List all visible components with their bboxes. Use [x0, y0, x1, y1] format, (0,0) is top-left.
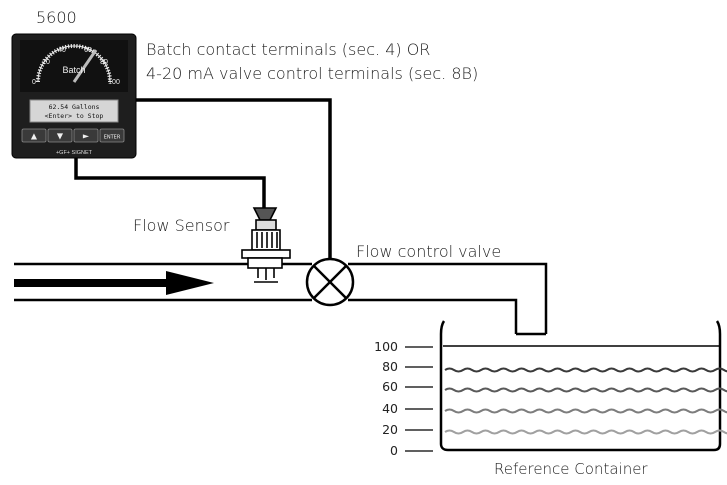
keypad-button[interactable]	[21, 128, 47, 143]
terminals-label-line1: Batch contact terminals (sec. 4) OR	[146, 40, 431, 59]
reference-container	[439, 320, 722, 452]
gauge-tick-label: 100	[108, 79, 120, 86]
scale-label: 40	[382, 401, 398, 416]
reference-container-label: Reference Container	[494, 460, 648, 478]
wire-to-valve	[136, 98, 332, 262]
liquid-level-wave	[444, 429, 727, 435]
gauge-tick-labels: 0 20 40 60 80 100	[32, 47, 120, 86]
keypad-button-label: ENTER	[104, 135, 121, 141]
pipe	[14, 262, 548, 336]
gauge-tick-label: 40	[58, 47, 66, 54]
liquid-levels	[444, 367, 727, 435]
gauge-tick-label: 0	[32, 79, 36, 86]
instrument-5600: Batch 0 20 40 60 80 100 62.54 Gallons <Enter>…	[11, 33, 137, 159]
gauge-tick-label: 20	[42, 59, 50, 66]
gauge-tick-label: 60	[84, 47, 92, 54]
liquid-level-wave	[444, 367, 727, 373]
keypad-button-label: ▼	[57, 132, 64, 141]
gauge-label: Batch	[62, 65, 85, 75]
keypad-button-label: ▲	[31, 132, 38, 141]
scale-label: 100	[374, 339, 398, 354]
model-number: 5600	[36, 8, 77, 27]
lcd-line-1: 62.54 Gallons	[49, 103, 100, 111]
level-scale	[405, 346, 433, 452]
keypad-button[interactable]	[47, 128, 73, 143]
keypad-button[interactable]	[73, 128, 99, 143]
keypad: ▲ ▼ ► ENTER	[21, 128, 125, 143]
wire-to-sensor	[74, 158, 266, 210]
liquid-level-wave	[444, 408, 727, 414]
flow-control-valve-icon	[305, 257, 355, 307]
terminals-label-line2: 4-20 mA valve control terminals (sec. 8B…	[146, 64, 479, 83]
flow-sensor-label: Flow Sensor	[133, 216, 230, 235]
lcd-line-2: <Enter> to Stop	[45, 112, 104, 120]
liquid-level-wave	[444, 387, 727, 393]
lcd-display	[29, 99, 119, 123]
keypad-button[interactable]	[99, 128, 125, 143]
brand-logo: +GF+ SIGNET	[56, 150, 93, 156]
scale-label: 0	[390, 443, 398, 458]
scale-label: 80	[382, 359, 398, 374]
gauge-tick-label: 80	[100, 59, 108, 66]
flow-valve-label: Flow control valve	[356, 242, 502, 261]
keypad-button-label: ►	[83, 132, 90, 141]
scale-label: 20	[382, 422, 398, 437]
scale-label: 60	[382, 379, 398, 394]
flow-sensor-icon	[241, 207, 291, 283]
flow-arrow-icon	[14, 271, 214, 295]
gauge-needle	[72, 49, 98, 83]
